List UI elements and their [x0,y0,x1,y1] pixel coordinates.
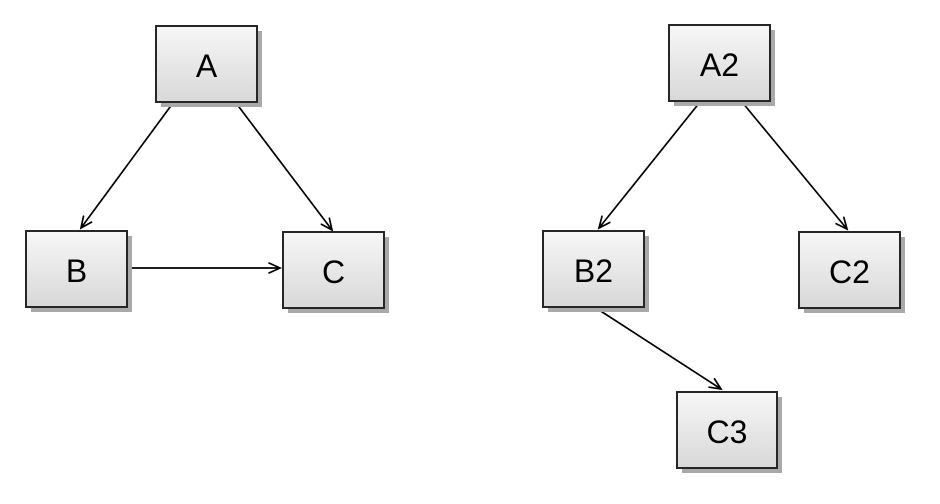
node-C[interactable]: C [282,231,389,313]
node-box[interactable] [542,230,645,308]
node-C3[interactable]: C3 [676,391,782,473]
node-label: A2 [700,47,739,83]
node-label: B2 [574,253,613,289]
edge-A-C[interactable] [235,102,334,232]
node-C2[interactable]: C2 [798,231,905,313]
edge-B2-C3[interactable] [595,307,723,391]
node-box[interactable] [668,24,771,102]
node-label: C3 [707,414,748,450]
node-label: A [196,48,218,84]
node-box[interactable] [155,25,258,103]
node-box[interactable] [798,231,901,309]
node-box[interactable] [676,391,778,469]
edge-A2-B2[interactable] [597,101,701,230]
edge-A-B[interactable] [79,102,174,230]
node-A2[interactable]: A2 [668,24,775,106]
node-label: C [322,254,345,290]
node-B[interactable]: B [25,230,132,312]
node-box[interactable] [25,230,128,308]
left-graph: A B C [25,25,389,313]
node-A[interactable]: A [155,25,262,107]
node-box[interactable] [282,231,385,309]
node-B2[interactable]: B2 [542,230,649,312]
edge-A2-C2[interactable] [741,101,849,231]
node-label: B [66,253,87,289]
node-label: C2 [829,254,870,290]
